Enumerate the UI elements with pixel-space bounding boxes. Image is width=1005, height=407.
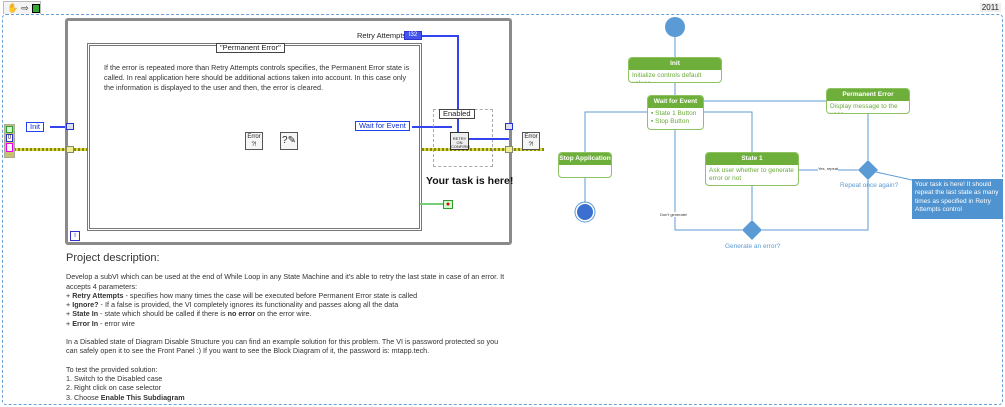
- task-label: Your task is here!: [426, 175, 514, 187]
- shift-register-right-state[interactable]: [505, 123, 513, 130]
- case-selector[interactable]: "Permanent Error": [216, 43, 285, 53]
- toolbar-tab: ✋ ⇨: [3, 1, 41, 14]
- retry-attempts-control[interactable]: I32: [404, 31, 422, 40]
- retry-attempts-label: Retry Attempts: [357, 31, 407, 40]
- end-node: [577, 204, 593, 220]
- enum-wire: [50, 126, 66, 128]
- error-dialog-icon[interactable]: Error ?!: [245, 132, 263, 150]
- start-node: [665, 17, 685, 37]
- end-node-ring: [574, 201, 596, 223]
- step-item: 2. Right click on case selector: [66, 383, 162, 393]
- hand-icon[interactable]: ✋: [7, 2, 19, 13]
- clear-error-icon[interactable]: ?✎: [280, 132, 298, 150]
- yes-repeat-label: Yes, repeat: [818, 166, 839, 171]
- repeat-decision-label: Repeat once again?: [840, 182, 899, 189]
- step-item: 1. Switch to the Disabled case: [66, 373, 163, 383]
- step-item: 3. Choose Enable This Subdiagram: [66, 392, 185, 402]
- description-intro: Develop a subVI which can be used at the…: [66, 272, 505, 291]
- iteration-terminal: i: [70, 231, 80, 241]
- generate-decision: [742, 220, 762, 240]
- shift-register-left-error[interactable]: [66, 146, 74, 153]
- task-note: Your task is here! It should repeat the …: [912, 179, 1003, 219]
- param-item: + Error In - error wire: [66, 318, 135, 328]
- test-heading: To test the provided solution:: [66, 364, 158, 374]
- shift-register-left-state[interactable]: [66, 123, 74, 130]
- stop-wire: [420, 203, 443, 205]
- error-out-icon[interactable]: Error ?!: [522, 132, 540, 150]
- case-comment: If the error is repeated more than Retry…: [104, 63, 410, 92]
- param-item: + Ignore? - If a false is provided, the …: [66, 300, 399, 310]
- disable-selector[interactable]: Enabled: [439, 109, 475, 119]
- init-constant[interactable]: Init: [26, 122, 45, 132]
- stop-terminal[interactable]: ●: [443, 200, 453, 209]
- state-out-wire: [469, 138, 509, 140]
- dont-generate-label: Don't generate!: [660, 212, 688, 217]
- param-item: + Retry Attempts - specifies how many ti…: [66, 290, 418, 300]
- cluster-constant[interactable]: 0: [4, 124, 15, 158]
- wait-for-event-constant[interactable]: Wait for Event: [355, 121, 410, 131]
- param-item: + State In - state which should be calle…: [66, 309, 312, 319]
- retry-wire-vertical: [457, 35, 459, 133]
- state-stop-application: Stop Application: [558, 152, 612, 178]
- generate-decision-label: Generate an error?: [725, 243, 781, 250]
- description-heading: Project description:: [66, 252, 160, 264]
- state-wait-for-event: Wait for Event ▪ State 1 Button▪ Stop Bu…: [647, 95, 704, 130]
- shift-register-right-error[interactable]: [505, 146, 513, 153]
- version-label: 2011: [979, 3, 1001, 12]
- retry-wire: [422, 35, 458, 37]
- vi-icon[interactable]: [31, 3, 40, 13]
- arrow-icon[interactable]: ⇨: [21, 2, 29, 13]
- state-wire: [412, 126, 452, 128]
- solution-text: In a Disabled state of Diagram Disable S…: [66, 337, 499, 356]
- repeat-decision: [858, 160, 878, 180]
- project-description: Project description: Develop a subVI whi…: [66, 252, 506, 402]
- while-loop[interactable]: [65, 18, 512, 245]
- retry-subvi[interactable]: RETRY ON CONFIRM: [450, 132, 470, 150]
